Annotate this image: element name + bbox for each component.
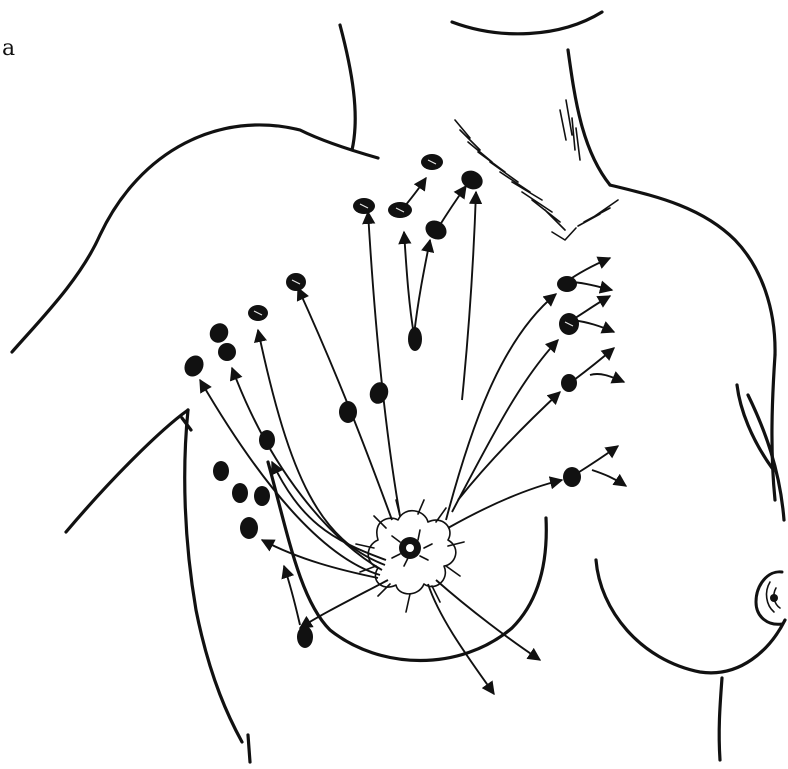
lymph-node [218,343,236,361]
lymph-node [339,401,357,423]
lymph-node [422,217,450,244]
node-highlights [254,160,573,326]
lymph-node [213,461,229,481]
lymph-node [254,486,270,506]
lymph-node [563,467,581,487]
lymph-node [367,380,391,407]
lymph-nodes [181,154,581,648]
lymph-node [206,320,232,346]
lymph-node [408,327,422,351]
lymph-node [181,352,208,380]
right-nipple [756,572,782,624]
lymph-node [557,276,577,292]
lymph-node [297,626,313,648]
lymph-node [259,430,275,450]
lymph-node [458,167,486,193]
body-outline [12,12,785,762]
lymph-node [232,483,248,503]
lymph-node [561,374,577,392]
neck-shading [455,100,618,240]
lymph-node [240,517,258,539]
